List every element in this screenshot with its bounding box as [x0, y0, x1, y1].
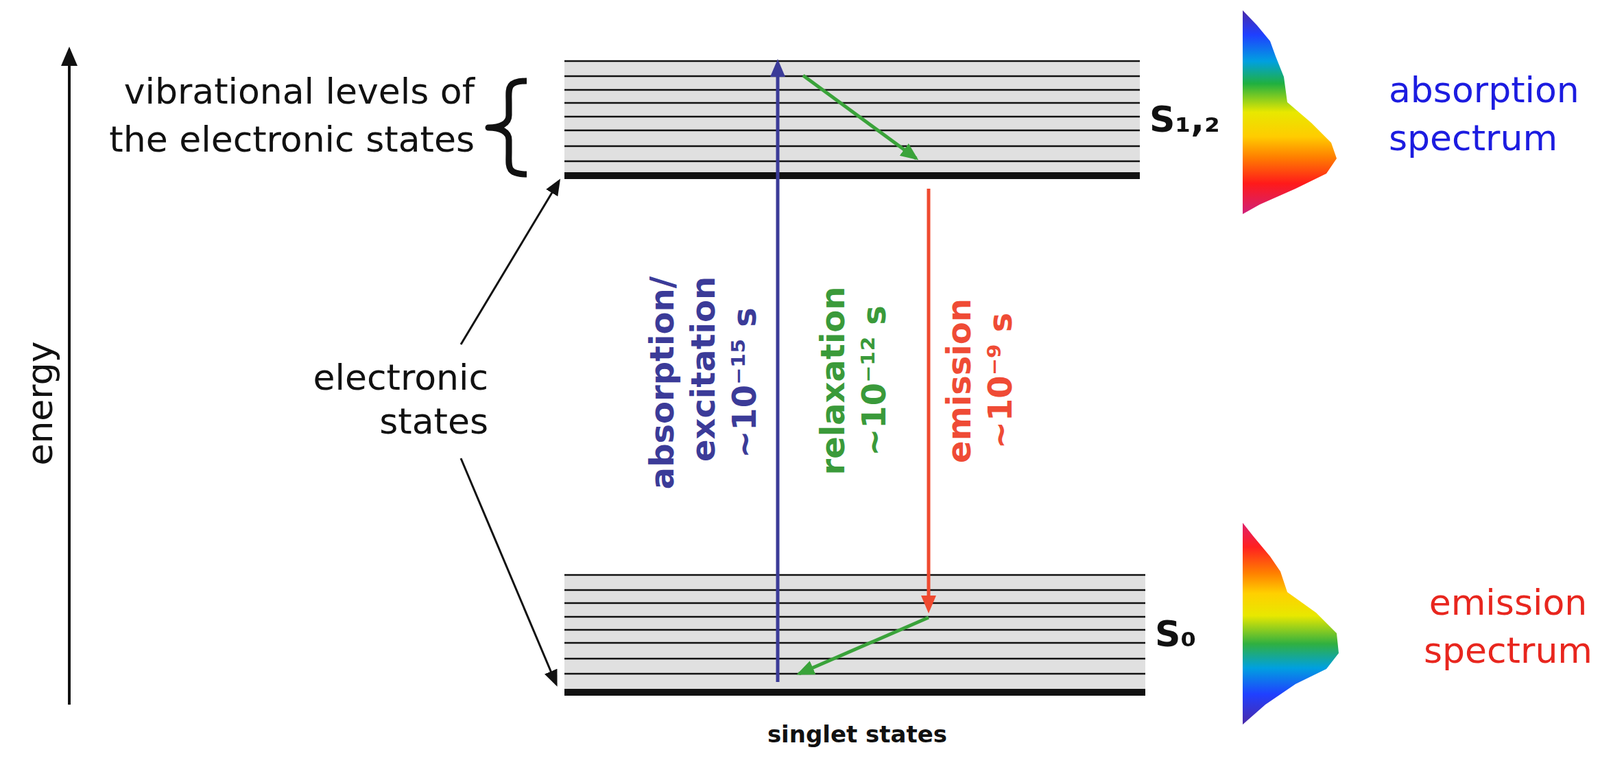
label-group: singlet states [767, 718, 948, 749]
electronic-level [564, 688, 1146, 696]
axis-label: energy [18, 340, 62, 465]
label-group: electronic states [313, 355, 489, 444]
arrow-head [921, 595, 937, 614]
energy-axis [67, 49, 71, 705]
electronic-band: S₀ [564, 571, 1146, 696]
emission-spectrum-shape [1242, 522, 1339, 725]
label-group: absorption spectrum [1388, 65, 1580, 162]
label-group: vibrational levels of the electronic sta… [83, 67, 475, 164]
electronic-band: S₁,₂ [564, 58, 1140, 181]
label-group: energy [18, 340, 62, 465]
vibrational-levels-lower [564, 574, 1146, 696]
transition-label: ~10⁻¹² s [853, 286, 895, 476]
spectrum-label: emission spectrum [1423, 578, 1593, 675]
band-fill [564, 61, 1140, 176]
spectrum-label: absorption spectrum [1388, 65, 1580, 162]
vibrational-level [564, 75, 1140, 78]
vibrational-level [564, 628, 1146, 631]
state-label: S₀ [1154, 612, 1197, 655]
relaxation-arrow [798, 617, 929, 674]
vibrational-levels-upper [564, 61, 1140, 179]
electronic-level [564, 172, 1140, 179]
label-group: relaxation~10⁻¹² s [812, 286, 895, 476]
transition-label: relaxation [812, 286, 854, 476]
vibrational-level [564, 102, 1140, 105]
curly-brace [488, 80, 527, 175]
annotation: vibrational levels of the electronic sta… [83, 67, 475, 164]
vibrational-level [564, 615, 1146, 618]
emission-arrow [921, 188, 937, 614]
leader-arrow [460, 458, 557, 684]
arrow-line [776, 74, 780, 682]
vibrational-level [564, 145, 1140, 148]
band-fill [564, 574, 1146, 692]
label-group: emission spectrum [1423, 578, 1593, 675]
vibrational-level [564, 89, 1140, 92]
vibrational-level [564, 129, 1140, 132]
arrow-line [927, 188, 931, 599]
vibrational-level [564, 672, 1146, 675]
vibrational-level [564, 60, 1140, 63]
annotation: electronic states [313, 355, 489, 444]
transition-label: ~10⁻⁹ s [979, 298, 1021, 463]
vibrational-level [564, 657, 1146, 660]
absorption-arrow [770, 58, 786, 682]
leader-arrow [460, 181, 559, 345]
state-label: S₁,₂ [1149, 98, 1221, 141]
relaxation-arrow [803, 75, 917, 159]
vibrational-level [564, 602, 1146, 605]
label-group: emission~10⁻⁹ s [938, 298, 1021, 463]
vibrational-level [564, 115, 1140, 118]
vibrational-level [564, 160, 1140, 163]
arrow-head [770, 58, 786, 77]
vibrational-level [564, 641, 1146, 644]
footer-label: singlet states [767, 718, 948, 749]
vibrational-level [564, 574, 1146, 577]
vibrational-level [564, 589, 1146, 592]
transition-label: emission [938, 298, 980, 463]
label-group: absorption/ excitation~10⁻¹⁵ s [641, 276, 765, 489]
transition-label: ~10⁻¹⁵ s [723, 276, 765, 489]
absorption-spectrum-shape [1242, 10, 1337, 214]
transition-label: absorption/ excitation [641, 276, 724, 489]
